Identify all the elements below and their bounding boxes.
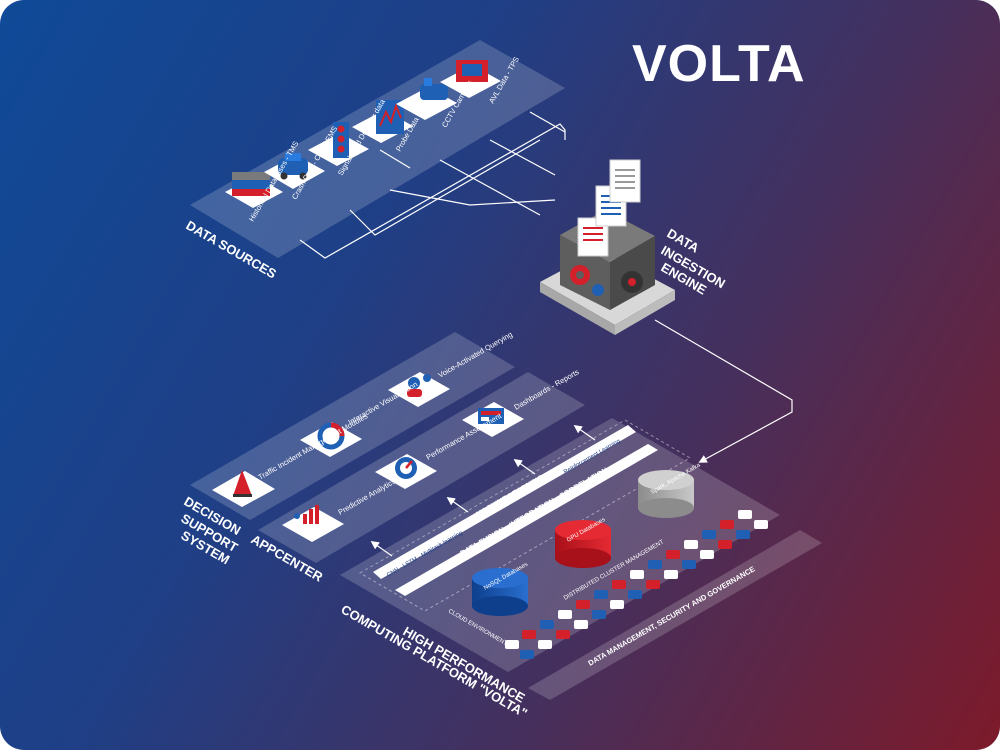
platform-up-arrows bbox=[370, 425, 596, 557]
engine-to-hpc-connector bbox=[654, 319, 793, 463]
visualization-donut-icon bbox=[300, 422, 362, 457]
performance-gauge-icon bbox=[375, 454, 437, 489]
predictive-chart-icon bbox=[282, 505, 344, 542]
crash-car-icon bbox=[264, 153, 325, 189]
hpc-platform-panel: CNN - LSTM - Multitask learning Reinforc… bbox=[339, 418, 780, 721]
gear-icon bbox=[570, 265, 643, 296]
spark-kafka-database-icon: Spark, Apache Kafka bbox=[638, 462, 702, 518]
document-stack-icon bbox=[577, 159, 641, 257]
historical-database-icon bbox=[225, 172, 283, 208]
cctv-camera-icon bbox=[396, 78, 457, 120]
node-row bbox=[520, 520, 768, 659]
voice-assistant-icon bbox=[388, 372, 450, 407]
avl-data-icon bbox=[440, 60, 501, 98]
page-title: VOLTA bbox=[632, 35, 806, 93]
traffic-signal-icon bbox=[308, 122, 369, 166]
cluster-nodes bbox=[505, 510, 768, 659]
gpu-database-icon: GPU Databases bbox=[555, 517, 611, 568]
data-sources-panel: DATA SOURCES bbox=[184, 40, 565, 282]
source-connectors bbox=[299, 111, 566, 259]
traffic-cone-icon bbox=[212, 470, 275, 507]
data-ingestion-engine: DATA INGESTION ENGINE bbox=[540, 159, 728, 335]
node-row bbox=[505, 510, 752, 649]
dashboard-icon bbox=[462, 402, 524, 437]
